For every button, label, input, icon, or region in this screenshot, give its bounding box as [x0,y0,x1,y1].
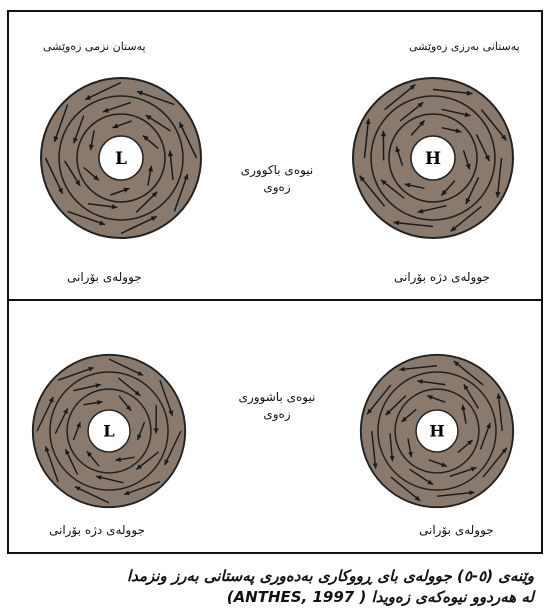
cyclonic-motion-label: جوولەی بۆرانی [419,523,494,537]
high-symbol: H [425,149,441,169]
hemisphere-label-line1: نیوەی باکووری [237,162,317,179]
surface-low-pressure-label: پەستان نزمی زەوێشی [43,40,146,53]
figure-caption-line2: لە هەردوو نیوەکەی زەویدا ( ANTHES, 1997) [14,587,534,608]
low-symbol: L [103,422,115,441]
low-symbol: L [115,149,127,169]
hemisphere-label-line1: نیوەی باشووری [237,389,317,406]
anticyclonic-motion-label: جوولەی دژە بۆرانی [394,270,490,284]
anticyclonic-motion-label: جوولەی دژە بۆرانی [49,523,145,537]
cyclonic-motion-label: جوولەی بۆرانی [67,270,142,284]
high-pressure-disc-north: H [349,74,517,242]
northern-hemisphere-panel: پەستان نزمی زەوێشی پەستانی بەرزی زەوێشی … [7,10,543,301]
low-pressure-disc-north: L [37,74,205,242]
surface-high-pressure-label: پەستانی بەرزی زەوێشی [409,40,520,53]
northern-hemisphere-label: نیوەی باکووری زەوی [237,162,317,196]
hemisphere-label-line2: زەوی [237,406,317,423]
southern-hemisphere-panel: L نیوەی باشووری زەوی H جوولەی دژە بۆرانی… [7,299,543,554]
hemisphere-label-line2: زەوی [237,179,317,196]
figure-caption-line1: وێنەی (٥-٥) جوولەی بای ڕووکاری بەدەوری پ… [14,566,534,587]
low-pressure-disc-south: L [29,351,189,511]
high-symbol: H [429,422,444,441]
high-pressure-disc-south: H [357,351,517,511]
southern-hemisphere-label: نیوەی باشووری زەوی [237,389,317,423]
